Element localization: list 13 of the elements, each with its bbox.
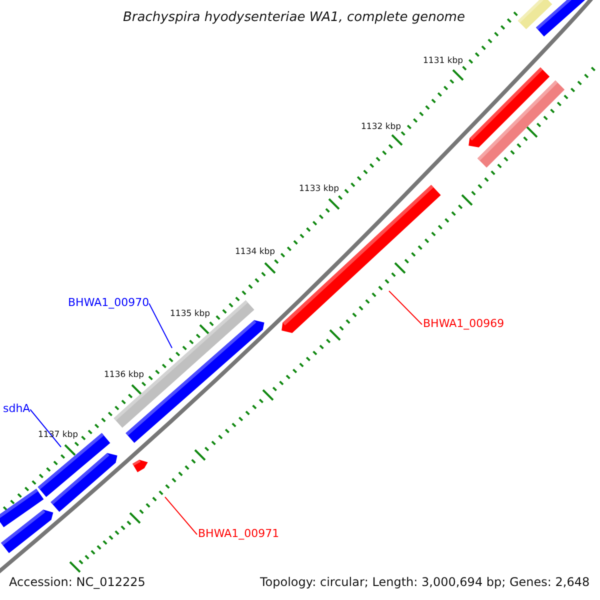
gene-feature xyxy=(132,460,148,472)
title: Brachyspira hyodysenteriae WA1, complete genome xyxy=(123,11,465,24)
tick-label: 1136 kbp xyxy=(104,371,144,380)
accession-text: Accession: NC_012225 xyxy=(9,576,146,588)
gene-label: BHWA1_00969 xyxy=(423,318,504,329)
gene-label: sdhA xyxy=(3,403,30,414)
genome-info-text: Topology: circular; Length: 3,000,694 bp; Genes: 2,648 xyxy=(260,576,590,588)
tick-label: 1133 kbp xyxy=(299,185,340,194)
tick-label: 1132 kbp xyxy=(361,123,402,132)
gene-label: BHWA1_00971 xyxy=(198,528,280,539)
tick-label: 1131 kbp xyxy=(423,57,464,66)
gene-feature xyxy=(126,320,264,443)
gene-label: BHWA1_00970 xyxy=(68,297,150,308)
